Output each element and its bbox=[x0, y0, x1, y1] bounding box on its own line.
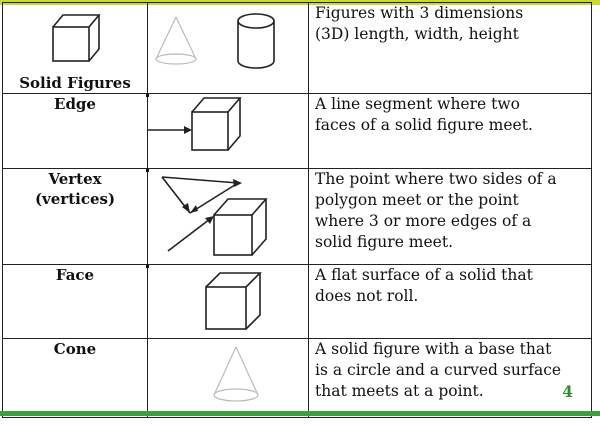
definition-cell: A line segment where two faces of a soli… bbox=[308, 93, 592, 169]
term-label: (vertices) bbox=[34, 190, 116, 208]
table-row: Edge A line segment where two faces of a… bbox=[2, 93, 592, 169]
definition-line: Figures with 3 dimensions bbox=[315, 4, 524, 22]
table-row: Solid Figures Figures with 3 dimensions bbox=[2, 2, 592, 94]
definition-line: that meets at a point. 4 bbox=[315, 382, 573, 401]
term-label: Edge bbox=[54, 95, 96, 113]
definition-line: is a circle and a curved surface bbox=[315, 361, 562, 379]
definition-line: solid figure meet. bbox=[315, 233, 454, 251]
definition-line: A solid figure with a base that bbox=[315, 340, 552, 358]
bottom-accent-bar bbox=[0, 411, 600, 416]
table-row: Vertex (vertices) bbox=[2, 168, 592, 265]
picture-cell bbox=[147, 2, 309, 94]
table-row: Face A flat surface of a solid that does… bbox=[2, 264, 592, 339]
cube-icon bbox=[205, 272, 262, 330]
picture-cell bbox=[146, 168, 309, 265]
definition-cell: A solid figure with a base that is a cir… bbox=[308, 338, 592, 418]
term-label: Face bbox=[55, 266, 95, 284]
term-label: Solid Figures bbox=[19, 74, 131, 92]
definition-line: where 3 or more edges of a bbox=[315, 212, 532, 230]
table-row: Cone A solid figure with a base that is … bbox=[2, 338, 592, 418]
cube-vertex-arrow-icon bbox=[167, 198, 268, 256]
definition-line: The point where two sides of a bbox=[315, 170, 557, 188]
term-label: Vertex bbox=[48, 170, 102, 188]
definition-line: A flat surface of a solid that bbox=[315, 266, 533, 284]
definition-line: faces of a solid figure meet. bbox=[315, 116, 533, 134]
picture-cell bbox=[146, 93, 309, 169]
cube-icon bbox=[52, 14, 101, 62]
cone-icon bbox=[155, 16, 197, 65]
picture-cell bbox=[146, 264, 309, 339]
term-cell: Solid Figures bbox=[2, 2, 148, 94]
cube-edge-arrow-icon bbox=[148, 97, 242, 151]
term-cell: Edge bbox=[2, 93, 148, 169]
vocabulary-table: Solid Figures Figures with 3 dimensions bbox=[2, 2, 592, 418]
term-cell: Face bbox=[2, 264, 148, 339]
term-cell: Vertex (vertices) bbox=[2, 168, 148, 265]
definition-cell: A flat surface of a solid that does not … bbox=[308, 264, 592, 339]
triangle-vertex-icon bbox=[161, 176, 239, 214]
definition-line: A line segment where two bbox=[315, 95, 520, 113]
definition-cell: The point where two sides of a polygon m… bbox=[308, 168, 592, 265]
page-number: 4 bbox=[562, 382, 573, 401]
definition-line: polygon meet or the point bbox=[315, 191, 519, 209]
definition-line: does not roll. bbox=[315, 287, 419, 305]
term-label: Cone bbox=[53, 340, 97, 358]
definition-line: (3D) length, width, height bbox=[315, 25, 519, 43]
cylinder-icon bbox=[237, 13, 275, 69]
picture-cell bbox=[147, 338, 309, 418]
term-cell: Cone bbox=[2, 338, 148, 418]
definition-cell: Figures with 3 dimensions (3D) length, w… bbox=[308, 2, 592, 94]
cone-icon bbox=[213, 346, 259, 402]
